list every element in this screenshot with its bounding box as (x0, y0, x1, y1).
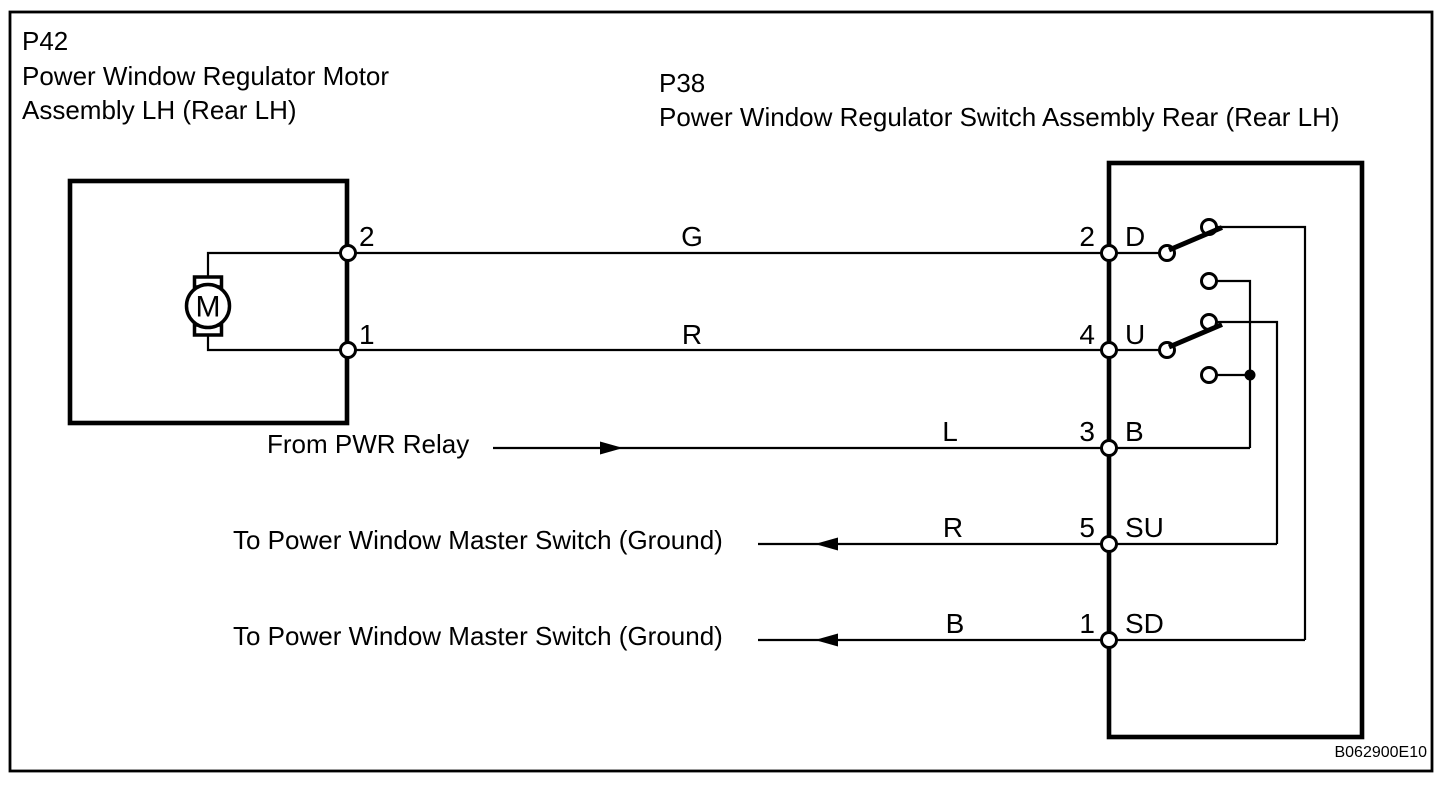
arrow-left-icon (815, 633, 838, 647)
switch-terminal-3 (1100, 439, 1118, 457)
switch-terminal-5 (1100, 535, 1118, 553)
figure-code: B062900E10 (1334, 744, 1427, 761)
switch-terminal-3-number: 3 (1079, 416, 1095, 447)
motor-terminal-2 (339, 244, 357, 262)
switch-connector-title: Power Window Regulator Switch Assembly R… (659, 102, 1340, 132)
switch-blade-u (1168, 322, 1223, 350)
switch-pin-label-su: SU (1125, 512, 1164, 543)
wire-color-label-r2: R (943, 512, 963, 543)
wire-color-label-b: B (946, 608, 965, 639)
switch-contact-mid-1 (1200, 272, 1218, 290)
switch-pin-label-sd: SD (1125, 608, 1164, 639)
motor-terminal-2-number: 2 (359, 221, 375, 252)
switch-terminal-4 (1100, 341, 1118, 359)
switch-terminal-1-number: 1 (1079, 608, 1095, 639)
motor-terminal-1 (339, 341, 357, 359)
motor-connector-title-line1: Power Window Regulator Motor (22, 61, 389, 91)
outer-border (8, 10, 1434, 773)
arrow-right-icon (600, 441, 623, 455)
wire-color-label-r: R (682, 319, 702, 350)
motor-lead-bottom (206, 335, 348, 352)
annotation-from-pwr-relay: From PWR Relay (267, 429, 469, 459)
switch-terminal-5-number: 5 (1079, 512, 1095, 543)
switch-blade-d (1168, 225, 1223, 253)
contact-mid-to-b-run (1216, 279, 1252, 448)
annotation-to-master-switch-1: To Power Window Master Switch (Ground) (233, 525, 723, 555)
contact-d-to-sd-run (1216, 225, 1307, 640)
motor-lead-top (206, 251, 348, 277)
switch-terminal-2 (1100, 244, 1118, 262)
switch-terminal-4-number: 4 (1079, 319, 1095, 350)
motor-connector-code: P42 (22, 26, 68, 56)
motor-connector-title-line2: Assembly LH (Rear LH) (22, 95, 297, 125)
switch-connector-code: P38 (659, 68, 705, 98)
motor-symbol (184, 282, 232, 330)
annotation-to-master-switch-2: To Power Window Master Switch (Ground) (233, 621, 723, 651)
switch-pin-label-u: U (1125, 319, 1145, 350)
switch-terminal-1 (1100, 631, 1118, 649)
switch-pin-label-d: D (1125, 221, 1145, 252)
wire-color-label-l: L (942, 416, 958, 447)
switch-contact-mid-2 (1200, 366, 1218, 384)
switch-pin-label-b: B (1125, 416, 1144, 447)
motor-terminal-1-number: 1 (359, 319, 375, 350)
switch-connector-box (1106, 160, 1365, 740)
switch-terminal-2-number: 2 (1079, 221, 1095, 252)
arrow-left-icon (815, 537, 838, 551)
motor-symbol-letter: M (196, 291, 221, 324)
junction-dot (1244, 369, 1256, 381)
wire-color-label-g: G (681, 221, 703, 252)
contact-u-to-su-run (1216, 320, 1279, 544)
motor-connector-box (67, 178, 350, 426)
